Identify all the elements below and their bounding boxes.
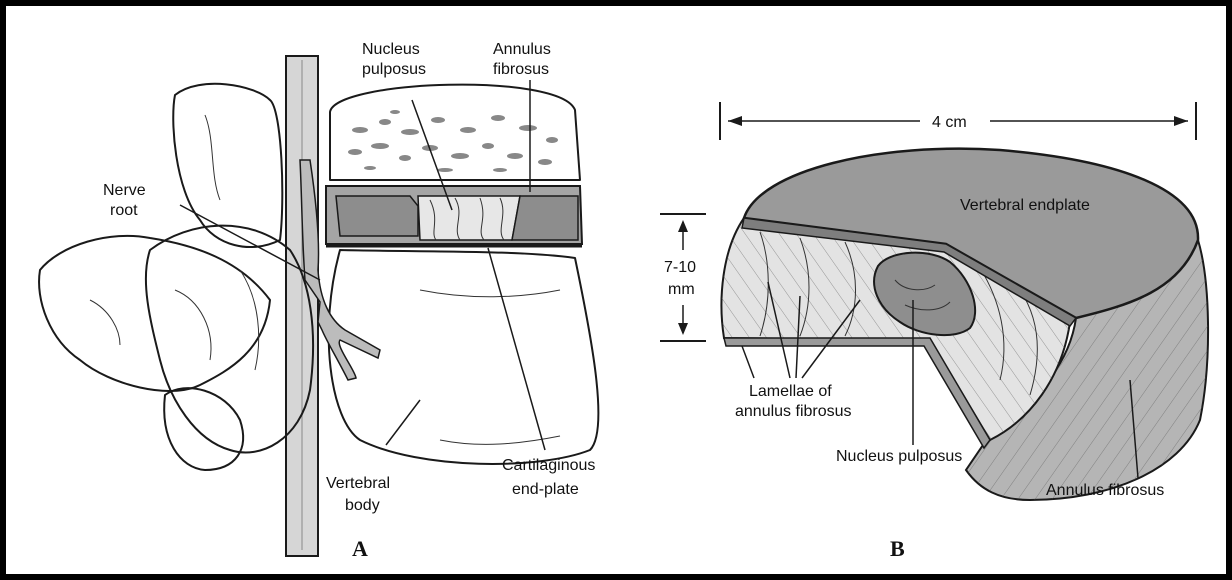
label-nucleus-pulposus-a-2: pulposus (362, 61, 426, 78)
leader-lines-a (180, 80, 545, 450)
panel-a: Nucleus pulposus Annulus fibrosus Nerve … (39, 41, 598, 561)
label-nerve-root-1: Nerve (103, 182, 146, 199)
label-lamellae-1: Lamellae of (749, 383, 832, 400)
caption-a: A (352, 536, 368, 561)
height-dimension: 7-10 mm (660, 214, 706, 341)
label-annulus-fibrosus-a-1: Annulus (493, 41, 551, 58)
label-annulus-fibrosus-a-2: fibrosus (493, 61, 549, 78)
label-vertebral-body-2: body (345, 497, 380, 514)
label-annulus-fibrosus-b: Annulus fibrosus (1046, 482, 1164, 499)
label-vertebral-body-1: Vertebral (326, 475, 390, 492)
label-height-2: mm (668, 281, 695, 298)
cancellous-bone (348, 110, 558, 172)
panel-b: 4 cm 7-10 mm (660, 102, 1208, 561)
label-nucleus-pulposus-a-1: Nucleus (362, 41, 420, 58)
label-height-1: 7-10 (664, 259, 696, 276)
label-lamellae-2: annulus fibrosus (735, 403, 852, 420)
width-dimension: 4 cm (720, 102, 1196, 140)
posterior-elements (39, 84, 313, 470)
label-cartilaginous-endplate-2: end-plate (512, 481, 579, 498)
label-nucleus-pulposus-b: Nucleus pulposus (836, 448, 962, 465)
label-cartilaginous-endplate-1: Cartilaginous (502, 457, 595, 474)
label-width-4cm: 4 cm (932, 114, 967, 131)
upper-vertebral-body (330, 85, 580, 180)
label-vertebral-endplate: Vertebral endplate (960, 197, 1090, 214)
spinal-column (286, 56, 318, 556)
intervertebral-disc (326, 186, 582, 246)
lower-vertebral-body (329, 250, 599, 464)
caption-b: B (890, 536, 905, 561)
label-nerve-root-2: root (110, 202, 138, 219)
